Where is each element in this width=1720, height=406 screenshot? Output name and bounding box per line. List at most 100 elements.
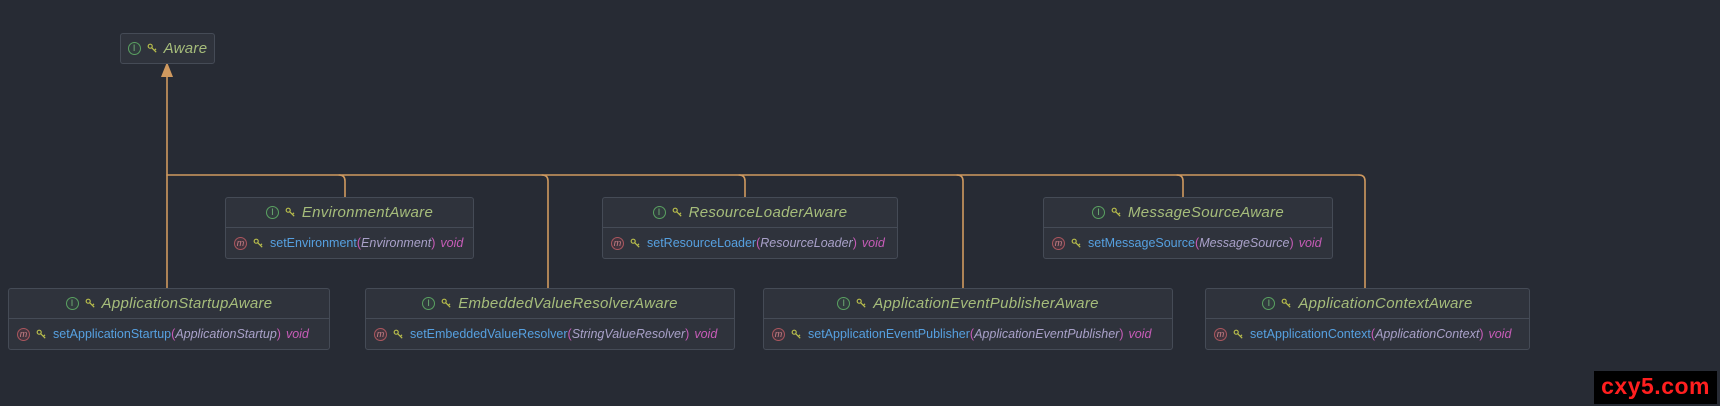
interface-header: I ApplicationStartupAware [9, 289, 329, 318]
interface-name: Aware [163, 40, 208, 57]
key-icon [672, 207, 683, 218]
method-signature: setEnvironment(Environment)void [270, 236, 463, 250]
key-icon [441, 298, 452, 309]
method-param-type: Environment [361, 236, 432, 250]
key-icon [856, 298, 867, 309]
paren-close: ) [685, 327, 690, 341]
key-icon [1233, 329, 1244, 340]
method-signature: setApplicationStartup(ApplicationStartup… [53, 327, 309, 341]
paren-open: ( [567, 327, 572, 341]
uml-node-resource-loader-aware[interactable]: I ResourceLoaderAware m setResourceLoade… [602, 197, 898, 259]
paren-close: ) [1289, 236, 1294, 250]
method-return-type: void [694, 327, 718, 341]
interface-name: EmbeddedValueResolverAware [458, 295, 678, 312]
method-icon: m [1052, 236, 1065, 250]
method-icon: m [1214, 327, 1227, 341]
key-icon [393, 329, 404, 340]
edge-drop-application-event-publisher-aware [956, 174, 964, 289]
method-return-type: void [1128, 327, 1152, 341]
interface-name: MessageSourceAware [1127, 204, 1285, 221]
uml-node-application-event-publisher-aware[interactable]: I ApplicationEventPublisherAware m setAp… [763, 288, 1173, 350]
key-icon [36, 329, 47, 340]
uml-node-application-context-aware[interactable]: I ApplicationContextAware m setApplicati… [1205, 288, 1530, 350]
paren-open: ( [356, 236, 362, 250]
method-row: m setApplicationEventPublisher(Applicati… [764, 318, 1172, 349]
interface-name: ApplicationStartupAware [101, 295, 273, 312]
key-icon [147, 43, 158, 54]
method-name: setMessageSource [1088, 236, 1196, 250]
method-signature: setMessageSource(MessageSource) void [1088, 236, 1322, 250]
interface-name: ApplicationContextAware [1298, 295, 1473, 312]
interface-name: ApplicationEventPublisherAware [873, 295, 1099, 312]
uml-node-environment-aware[interactable]: I EnvironmentAware m setEnvironment(Envi… [225, 197, 474, 259]
key-icon [85, 298, 96, 309]
paren-open: ( [171, 327, 176, 341]
method-param-type: ApplicationStartup [175, 327, 277, 341]
uml-node-embedded-value-resolver-aware[interactable]: I EmbeddedValueResolverAware m setEmbedd… [365, 288, 735, 350]
method-icon: m [611, 236, 624, 250]
paren-close: ) [276, 327, 281, 341]
method-signature: setEmbeddedValueResolver(StringValueReso… [410, 327, 717, 341]
edge-drop-embedded-value-resolver-aware [541, 174, 549, 289]
method-icon: m [772, 327, 785, 341]
interface-icon: I [1262, 297, 1276, 310]
method-return-type: void [1298, 236, 1322, 250]
interface-header: I ApplicationEventPublisherAware [764, 289, 1172, 318]
key-icon [630, 238, 641, 249]
interface-header: I Aware [121, 34, 214, 63]
interface-header: I MessageSourceAware [1044, 198, 1332, 227]
interface-header: I EnvironmentAware [226, 198, 473, 227]
edge-drop-environment-aware [338, 174, 346, 198]
paren-close: ) [431, 236, 436, 250]
method-return-type: void [1488, 327, 1512, 341]
interface-icon: I [1091, 206, 1105, 219]
method-name: setApplicationStartup [53, 327, 172, 341]
method-return-type: void [285, 327, 309, 341]
method-name: setApplicationEventPublisher [808, 327, 970, 341]
method-return-type: void [861, 236, 885, 250]
method-row: m setEmbeddedValueResolver(StringValueRe… [366, 318, 734, 349]
interface-name: EnvironmentAware [301, 204, 434, 221]
edge-drop-message-source-aware [1176, 174, 1184, 198]
paren-open: ( [756, 236, 761, 250]
paren-open: ( [969, 327, 975, 341]
interface-icon: I [127, 42, 141, 55]
method-name: setApplicationContext [1250, 327, 1371, 341]
interface-header: I ResourceLoaderAware [603, 198, 897, 227]
edge-drop-resource-loader-aware [738, 174, 746, 198]
paren-close: ) [1119, 327, 1124, 341]
key-icon [1071, 238, 1082, 249]
inheritance-arrowhead [161, 62, 173, 77]
method-row: m setApplicationContext(ApplicationConte… [1206, 318, 1529, 349]
method-name: setResourceLoader [647, 236, 757, 250]
method-row: m setApplicationStartup(ApplicationStart… [9, 318, 329, 349]
edge-drop-application-context-aware [1358, 174, 1366, 289]
method-name: setEnvironment [270, 236, 357, 250]
method-icon: m [234, 236, 247, 250]
method-param-type: StringValueResolver [571, 327, 686, 341]
interface-icon: I [265, 206, 279, 219]
interface-icon: I [422, 297, 436, 310]
uml-node-application-startup-aware[interactable]: I ApplicationStartupAware m setApplicati… [8, 288, 330, 350]
watermark: cxy5.com [1594, 371, 1717, 404]
method-row: m setResourceLoader(ResourceLoader)void [603, 227, 897, 258]
method-signature: setResourceLoader(ResourceLoader)void [647, 236, 885, 250]
method-param-type: MessageSource [1199, 236, 1290, 250]
key-icon [1281, 298, 1292, 309]
uml-node-message-source-aware[interactable]: I MessageSourceAware m setMessageSource(… [1043, 197, 1333, 259]
key-icon [791, 329, 802, 340]
uml-node-aware[interactable]: I Aware [120, 33, 215, 64]
method-name: setEmbeddedValueResolver [410, 327, 568, 341]
method-signature: setApplicationEventPublisher(Application… [808, 327, 1151, 341]
method-param-type: ApplicationEventPublisher [974, 327, 1120, 341]
paren-open: ( [1195, 236, 1200, 250]
method-signature: setApplicationContext(ApplicationContext… [1250, 327, 1511, 341]
interface-header: I ApplicationContextAware [1206, 289, 1529, 318]
paren-close: ) [1479, 327, 1484, 341]
method-icon: m [374, 327, 387, 341]
interface-icon: I [837, 297, 851, 310]
method-icon: m [17, 327, 30, 341]
method-param-type: ApplicationContext [1375, 327, 1480, 341]
key-icon [285, 207, 296, 218]
